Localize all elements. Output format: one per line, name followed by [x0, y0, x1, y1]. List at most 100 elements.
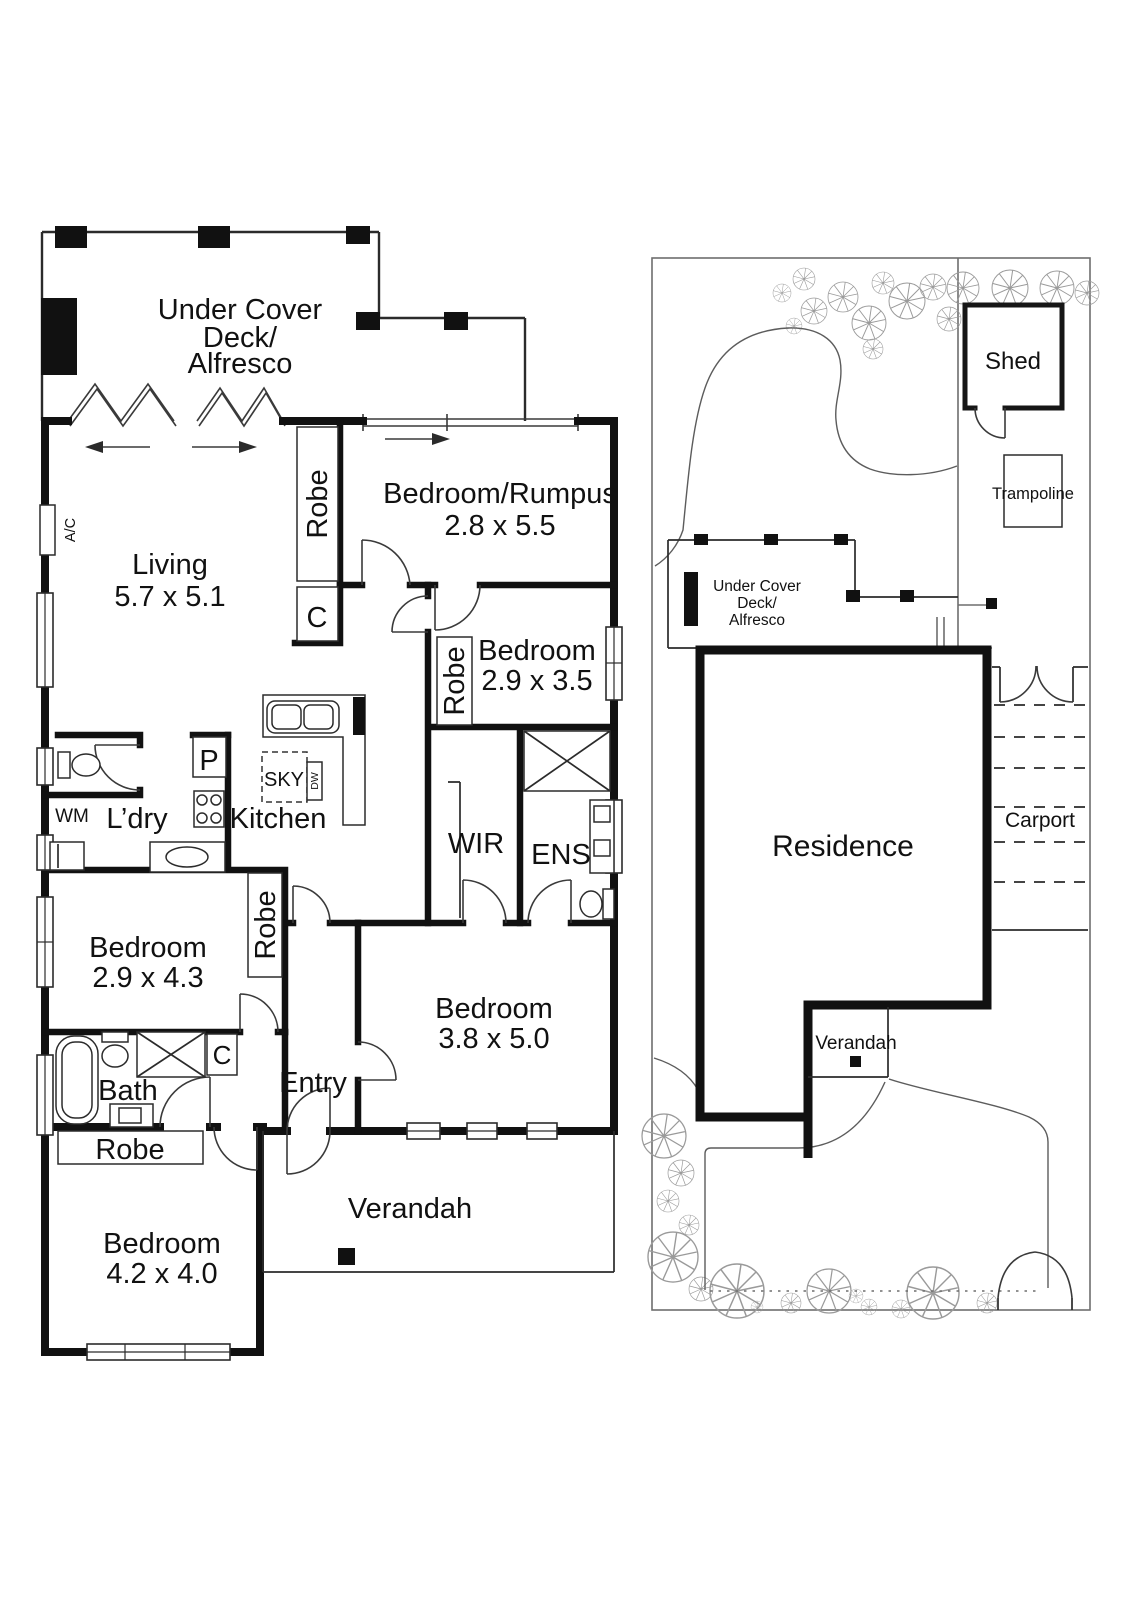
ens-door [527, 879, 572, 924]
robe-label: Robe [302, 469, 334, 538]
deck-label-2: Deck/ [203, 322, 278, 354]
wir-shelf [448, 781, 461, 918]
site-plan: Shed Trampoline Residence Carport Verand… [641, 257, 1100, 1320]
wir-label: WIR [448, 828, 504, 860]
hallway-door [292, 885, 331, 924]
shed-label: Shed [985, 348, 1041, 375]
wc-toilet [57, 751, 101, 779]
bedroom-3850-door [357, 1041, 397, 1081]
pantry-label: P [199, 745, 218, 777]
wir-door [462, 879, 507, 924]
skylight-label: SKY [264, 769, 304, 791]
bathtub [55, 1035, 99, 1125]
site-deck [667, 534, 958, 649]
site-deck-label-2: Deck/ [737, 595, 777, 612]
bay-window [86, 1343, 231, 1361]
shower [136, 1031, 206, 1078]
carport-label: Carport [1005, 809, 1075, 832]
site-verandah-label: Verandah [815, 1033, 896, 1054]
deck-label-1: Under Cover [158, 294, 323, 326]
verandah-label: Verandah [348, 1193, 472, 1225]
robes [57, 426, 473, 1165]
floor-plan-labels: Under Cover Deck/ Alfresco Living 5.7 x … [55, 294, 617, 1290]
bath-door [159, 1076, 211, 1128]
interior-walls [41, 417, 618, 1135]
bifold-doors [67, 382, 286, 428]
deck-post [346, 226, 370, 244]
laundry-trough [149, 841, 226, 873]
cooktop [193, 790, 225, 828]
doors [94, 539, 572, 1175]
windows [36, 592, 623, 1361]
robe-cabinet [57, 1130, 204, 1165]
living-dims: 5.7 x 5.1 [114, 581, 225, 613]
cupboard [206, 1033, 238, 1076]
skylight [261, 751, 308, 803]
robe-label: Robe [439, 646, 471, 715]
verandah-post [338, 1248, 355, 1265]
window [36, 592, 54, 688]
residence-label: Residence [772, 830, 914, 863]
robe-cabinet [296, 426, 339, 582]
deck-outline [40, 226, 527, 421]
deck-post [41, 298, 77, 375]
sliding-door [362, 414, 579, 431]
rumpus-dims: 2.8 x 5.5 [444, 510, 555, 542]
residence [695, 645, 992, 1158]
deck-post [55, 226, 87, 248]
bedroom-2943-dims: 2.9 x 4.3 [92, 962, 203, 994]
window [36, 1054, 54, 1136]
deck-post [198, 226, 230, 248]
verandah-outline [262, 1131, 615, 1273]
bath-toilet [101, 1031, 129, 1068]
site-boundary [651, 257, 1091, 1311]
pantry-cabinet [192, 736, 227, 778]
cupboard-label: C [213, 1040, 232, 1070]
trampoline [1003, 454, 1063, 528]
kitchen-label: Kitchen [230, 803, 327, 835]
front-door [286, 1087, 331, 1132]
bedroom-2943-door [239, 993, 279, 1033]
cupboard [296, 586, 339, 642]
carport-gate [999, 665, 1074, 703]
bedroom-4240-dims: 4.2 x 4.0 [106, 1258, 217, 1290]
window [36, 747, 54, 786]
bedroom-2935-door [434, 584, 481, 631]
bath-label: Bath [98, 1075, 158, 1107]
ens-linen [523, 730, 611, 792]
rumpus-label: Bedroom/Rumpus [383, 478, 617, 510]
robe-label: Robe [95, 1134, 164, 1166]
bedroom-4240-door [213, 1126, 258, 1171]
window [526, 1122, 558, 1140]
robe-cabinet [247, 872, 283, 978]
washing-machine-label: WM [55, 806, 89, 827]
window [466, 1122, 498, 1140]
washing-machine [49, 841, 85, 871]
dishwasher [306, 761, 323, 801]
ens-vanity [589, 799, 615, 874]
air-conditioner-label: A/C [63, 518, 79, 542]
bedroom-4240-label: Bedroom [103, 1228, 221, 1260]
slide-arrows [85, 433, 450, 453]
deck-post [444, 312, 468, 330]
rumpus-door [361, 539, 411, 586]
bedroom-2943-label: Bedroom [89, 932, 207, 964]
front-screen-door [286, 1130, 331, 1175]
site-deck-label-1: Under Cover [713, 578, 801, 595]
front-gate [997, 1251, 1073, 1310]
entry-label: Entry [279, 1067, 347, 1099]
window [406, 1122, 441, 1140]
bedroom-2935-dims: 2.9 x 3.5 [481, 665, 592, 697]
robe-cabinet [436, 636, 473, 726]
bedroom-2935-label: Bedroom [478, 635, 596, 667]
arrow-left-icon [85, 441, 103, 453]
trampoline-label: Trampoline [992, 485, 1074, 503]
window [36, 896, 54, 988]
ens-toilet [579, 888, 615, 920]
living-label: Living [132, 549, 208, 581]
wc-door [94, 744, 141, 791]
bedroom-3850-dims: 3.8 x 5.0 [438, 1023, 549, 1055]
fence-post [986, 598, 997, 609]
robe-label: Robe [250, 890, 282, 959]
